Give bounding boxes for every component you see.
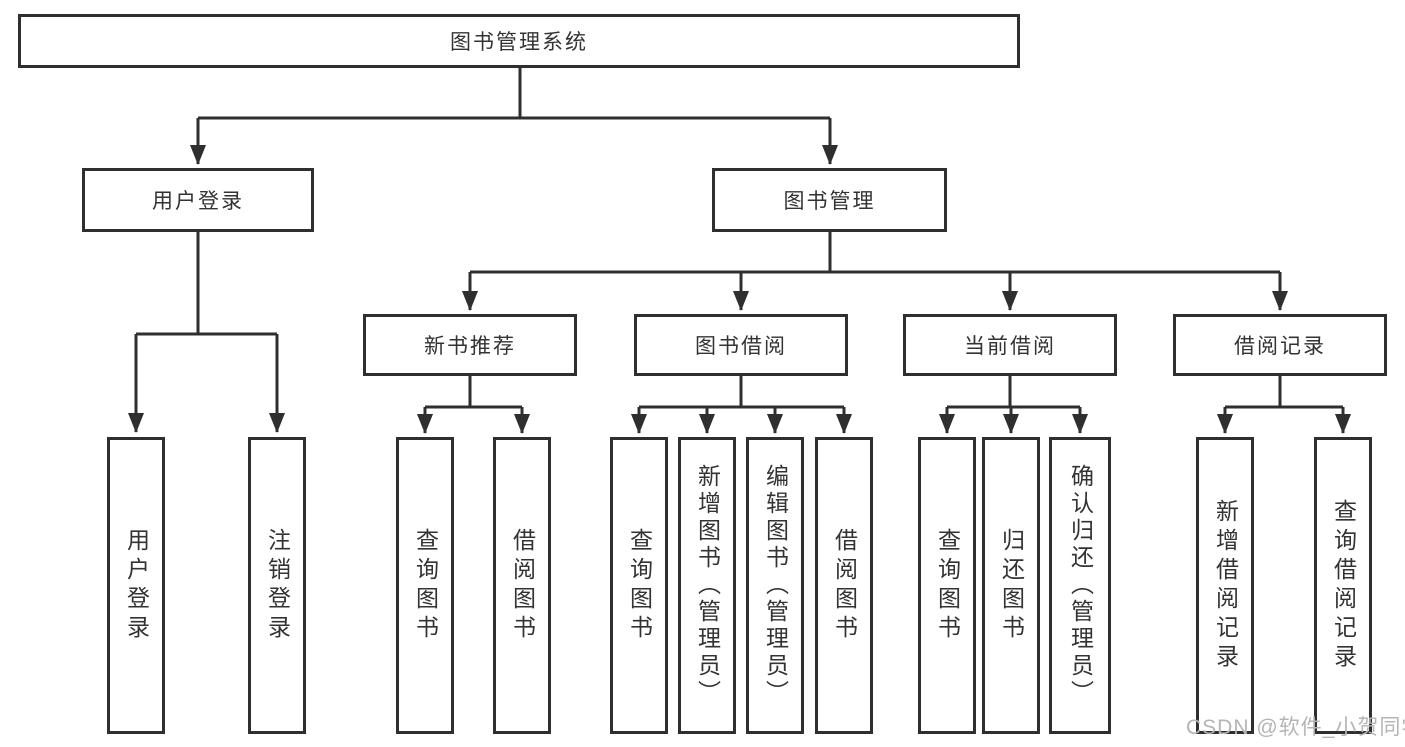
node-label: 确认归还（管理员） xyxy=(1067,464,1094,707)
leaf-return-books: 归还图书 xyxy=(982,437,1040,734)
node-current-borrowing: 当前借阅 xyxy=(903,314,1117,376)
node-label: 新书推荐 xyxy=(424,335,516,358)
node-label: 归还图书 xyxy=(998,527,1025,644)
node-label: 借阅图书 xyxy=(509,527,536,644)
leaf-edit-books-admin: 编辑图书（管理员） xyxy=(746,437,804,734)
leaf-query-books-current: 查询图书 xyxy=(918,437,976,734)
leaf-query-books-borrow: 查询图书 xyxy=(610,437,668,734)
leaf-borrow-books-recommend: 借阅图书 xyxy=(493,437,551,734)
node-label: 新增图书（管理员） xyxy=(694,464,721,707)
leaf-query-books-recommend: 查询图书 xyxy=(396,437,454,734)
node-new-book-recommendation: 新书推荐 xyxy=(363,314,577,376)
node-label: 图书管理 xyxy=(783,190,876,213)
leaf-add-borrow-record: 新增借阅记录 xyxy=(1196,437,1254,734)
leaf-user-login: 用户登录 xyxy=(107,437,165,734)
leaf-query-borrow-record: 查询借阅记录 xyxy=(1314,437,1372,734)
csdn-watermark: CSDN @软件_小贺同学 xyxy=(1186,716,1405,739)
node-label: 查询借阅记录 xyxy=(1330,498,1357,673)
node-book-borrowing: 图书借阅 xyxy=(634,314,848,376)
node-user-login-branch: 用户登录 xyxy=(82,168,314,232)
node-label: 图书借阅 xyxy=(695,335,787,358)
node-label: 借阅图书 xyxy=(831,527,858,644)
node-label: 用户登录 xyxy=(123,527,150,644)
node-label: 注销登录 xyxy=(264,527,291,644)
node-label: 借阅记录 xyxy=(1234,335,1326,358)
leaf-add-books-admin: 新增图书（管理员） xyxy=(678,437,736,734)
node-label: 查询图书 xyxy=(626,527,653,644)
node-label: 新增借阅记录 xyxy=(1212,498,1239,673)
node-label: 查询图书 xyxy=(412,527,439,644)
leaf-logout: 注销登录 xyxy=(248,437,306,734)
node-book-management-system: 图书管理系统 xyxy=(18,14,1020,68)
node-label: 图书管理系统 xyxy=(450,31,588,54)
leaf-borrow-books: 借阅图书 xyxy=(815,437,873,734)
node-label: 当前借阅 xyxy=(964,335,1056,358)
node-book-management-branch: 图书管理 xyxy=(712,168,947,232)
node-label: 编辑图书（管理员） xyxy=(762,464,789,707)
node-borrowing-records: 借阅记录 xyxy=(1173,314,1387,376)
node-label: 用户登录 xyxy=(152,190,244,213)
leaf-confirm-return-admin: 确认归还（管理员） xyxy=(1049,437,1111,734)
node-label: 查询图书 xyxy=(934,527,961,644)
